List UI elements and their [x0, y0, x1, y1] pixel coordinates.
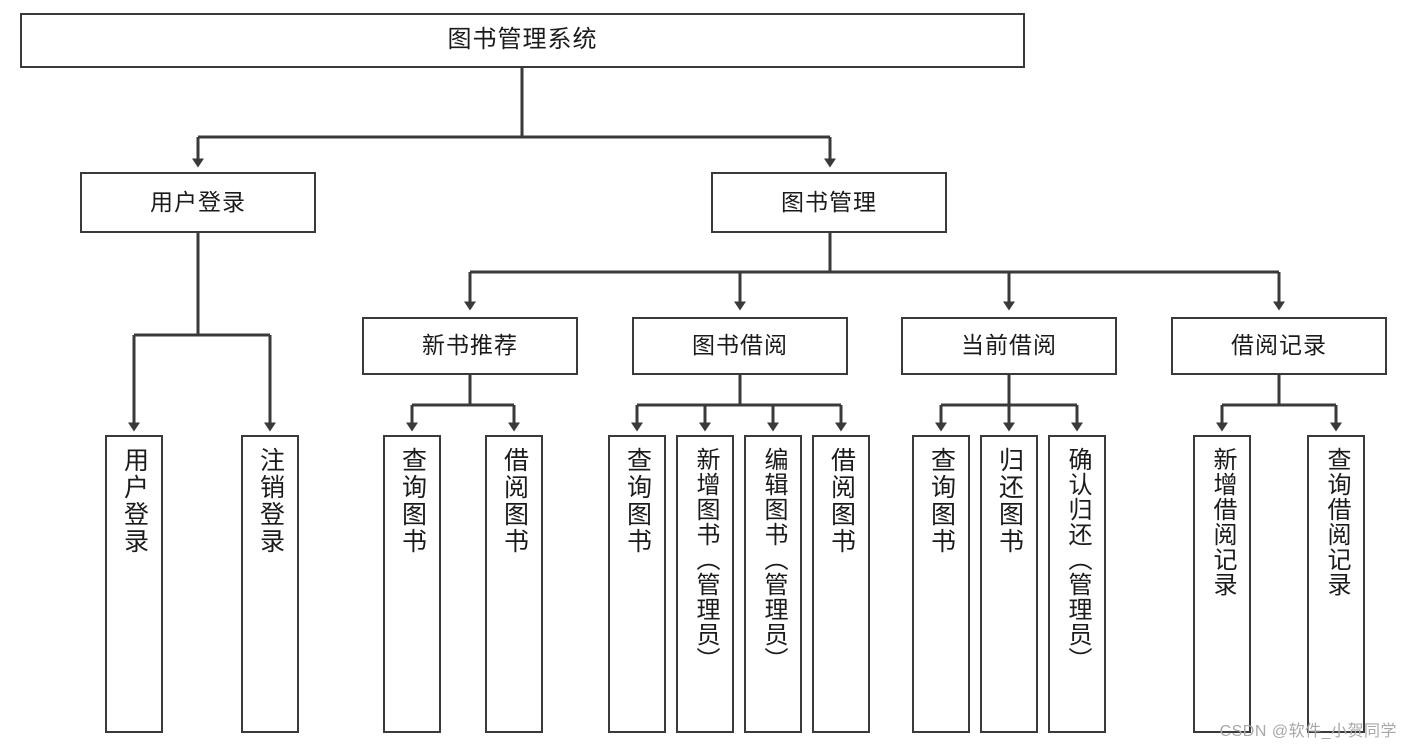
leaf-recommend-query-book[interactable]: 查询图书 [383, 435, 441, 733]
node-new-book-recommend[interactable]: 新书推荐 [362, 317, 578, 375]
leaf-record-add[interactable]: 新增借阅记录 [1193, 435, 1251, 733]
leaf-label: 编辑图书（管理员） [760, 447, 787, 672]
leaf-borrow-query-book[interactable]: 查询图书 [608, 435, 666, 733]
leaf-user-login[interactable]: 用户登录 [105, 435, 163, 733]
node-user-login[interactable]: 用户登录 [80, 172, 316, 233]
leaf-label: 借阅图书 [500, 447, 529, 555]
node-label: 图书管理系统 [447, 26, 598, 54]
leaf-label: 新增图书（管理员） [692, 447, 719, 672]
node-borrow-records[interactable]: 借阅记录 [1171, 317, 1387, 375]
node-label: 新书推荐 [422, 332, 518, 359]
leaf-user-logout[interactable]: 注销登录 [241, 435, 299, 733]
node-label: 用户登录 [150, 188, 246, 215]
leaf-current-return-book[interactable]: 归还图书 [980, 435, 1038, 733]
leaf-label: 新增借阅记录 [1209, 447, 1236, 597]
leaf-label: 查询图书 [398, 447, 427, 555]
node-book-borrowing[interactable]: 图书借阅 [632, 317, 848, 375]
leaf-label: 用户登录 [120, 447, 149, 555]
leaf-record-query[interactable]: 查询借阅记录 [1307, 435, 1365, 733]
node-label: 图书借阅 [692, 332, 788, 359]
leaf-label: 注销登录 [256, 447, 285, 555]
leaf-label: 查询借阅记录 [1323, 447, 1350, 597]
node-book-management[interactable]: 图书管理 [711, 172, 947, 233]
leaf-label: 查询图书 [623, 447, 652, 555]
leaf-borrow-add-book-admin[interactable]: 新增图书（管理员） [676, 435, 734, 733]
leaf-current-query-book[interactable]: 查询图书 [912, 435, 970, 733]
leaf-label: 确认归还（管理员） [1064, 447, 1091, 672]
node-label: 图书管理 [781, 188, 877, 215]
leaf-current-confirm-return-admin[interactable]: 确认归还（管理员） [1048, 435, 1106, 733]
leaf-label: 归还图书 [995, 447, 1024, 555]
leaf-label: 查询图书 [927, 447, 956, 555]
node-label: 当前借阅 [961, 332, 1057, 359]
csdn-watermark: CSDN @软件_小贺同学 [1219, 723, 1397, 740]
leaf-borrow-take-book[interactable]: 借阅图书 [812, 435, 870, 733]
node-root-system[interactable]: 图书管理系统 [20, 13, 1025, 68]
leaf-label: 借阅图书 [827, 447, 856, 555]
leaf-recommend-borrow-book[interactable]: 借阅图书 [485, 435, 543, 733]
leaf-borrow-edit-book-admin[interactable]: 编辑图书（管理员） [744, 435, 802, 733]
node-label: 借阅记录 [1231, 332, 1327, 359]
node-current-borrowing[interactable]: 当前借阅 [901, 317, 1117, 375]
